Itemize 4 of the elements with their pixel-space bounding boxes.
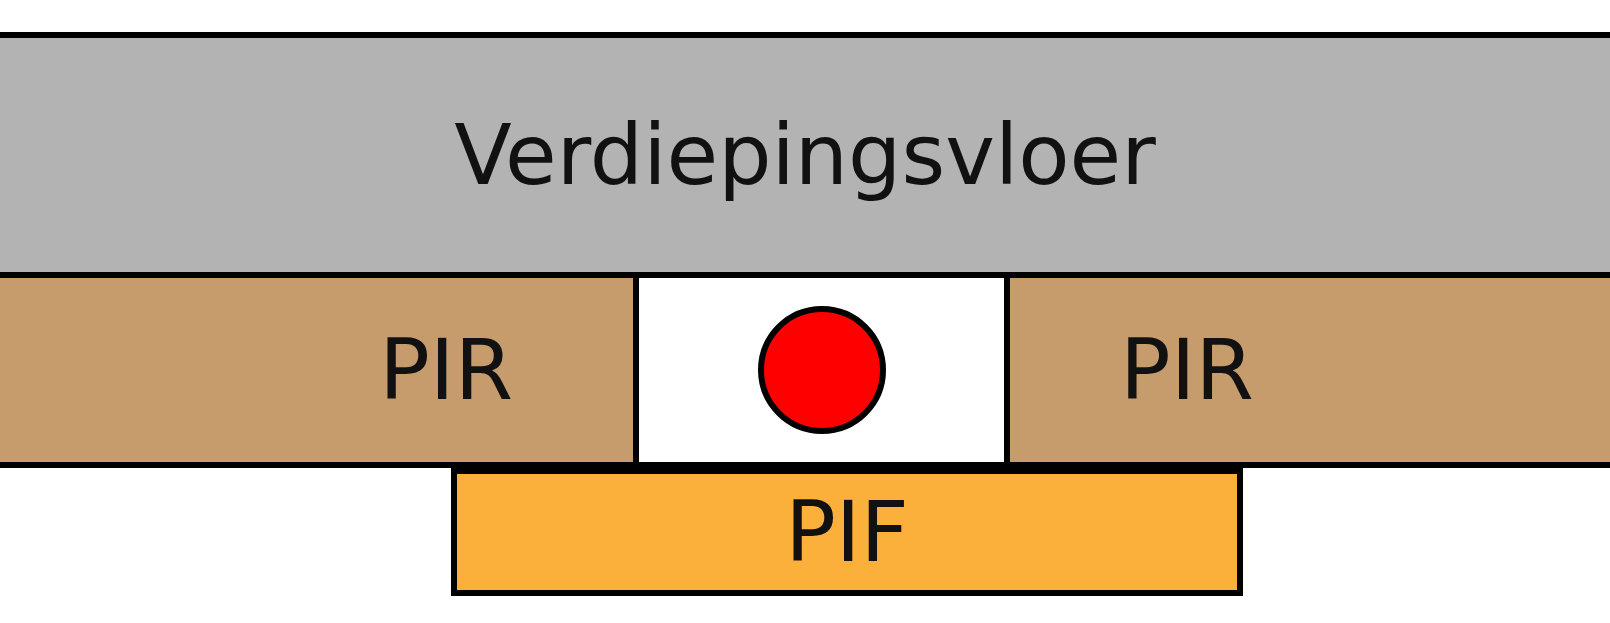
layer-label: PIR (1120, 328, 1254, 412)
insulation-board (451, 468, 1243, 596)
layer-label: PIR (379, 328, 513, 412)
layer-label: PIF (785, 490, 909, 574)
